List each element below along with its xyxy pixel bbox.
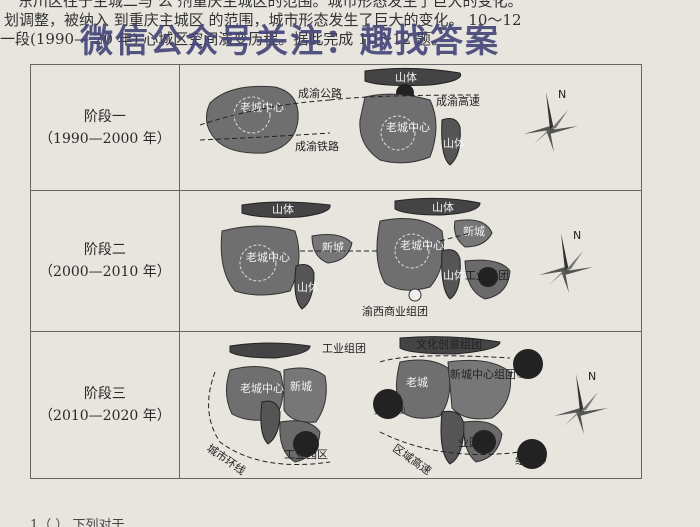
mountain-area [441, 249, 461, 300]
map-label: 老城中心 [240, 382, 284, 395]
road-line [199, 99, 330, 126]
map-label: 成渝铁路 [295, 139, 339, 153]
map-label: 老城中心 [246, 251, 290, 264]
watermark: 微信公众号关注：趣找答案 [80, 21, 500, 60]
map-label: 老城中心 [240, 101, 284, 114]
stage-row-2: 阶段二 （2000—2010 年） 山体 山体 老城中心 新城 山体 老城中心 [30, 190, 643, 332]
map-label: 老城中心 [386, 121, 430, 134]
old-city-center-ring [239, 244, 277, 282]
stage-name: 阶段三 [83, 386, 126, 402]
road-line [199, 132, 330, 141]
compass-n: N [573, 229, 581, 242]
mountain-area [440, 410, 465, 465]
map-label: 山体 [395, 70, 417, 84]
mountain-area [260, 400, 281, 445]
map-label: 新城 [290, 379, 312, 393]
road-line [439, 232, 470, 242]
map-label: 新城中心组团① [450, 367, 526, 381]
mountain-area [294, 264, 315, 310]
map-label: 成渝公路 [298, 86, 342, 100]
stage-2-diagram: 山体 山体 老城中心 新城 山体 老城中心 新城 山体 工业组团 [220, 197, 593, 318]
stage-name: 阶段二 [83, 242, 126, 258]
map-label: 新城 [463, 224, 485, 238]
mountain-area [394, 197, 481, 216]
old-city-area-right [376, 218, 444, 291]
compass-rose: N [538, 229, 593, 293]
group-dot [372, 389, 403, 419]
old-city-center-ring [380, 115, 416, 151]
stage-row-1: 阶段一 （1990—2000 年） 老城中心 成渝公路 成渝铁路 山体 成渝高速 [30, 64, 643, 191]
old-city-center-ring [394, 233, 430, 269]
commercial-dot [408, 288, 422, 302]
group-dot [512, 349, 543, 379]
map-label: 新城 [322, 240, 344, 254]
map-label: 组团③ [515, 453, 547, 467]
industrial-dot [477, 267, 498, 287]
stage-table: 阶段一 （1990—2000 年） 老城中心 成渝公路 成渝铁路 山体 成渝高速 [30, 64, 643, 479]
mountain-area [229, 342, 311, 359]
compass-rose: N [553, 370, 608, 434]
compass-n: N [588, 370, 596, 383]
map-label: 山体 [432, 200, 454, 214]
map-label: 山体 [443, 136, 465, 150]
map-label: 工业组团 [322, 341, 366, 355]
stage-row-3: 阶段三 （2010—2020 年） 工业组团 文化创意组团 老城中心 新城 工业… [30, 331, 643, 479]
intro-text: 东川区往于主城二与 么 剂重庆主城区的范围。城市形态发生了巨大的变化。 划调整，… [0, 0, 700, 49]
map-label: 工业组团 [465, 268, 509, 282]
new-city-area [283, 367, 327, 423]
stage-label-1: 阶段一 （1990—2000 年） [30, 64, 180, 191]
old-city-area-left [220, 225, 300, 296]
map-label: 文化创意组团 [416, 337, 482, 351]
intro-line-3: 一段(1990— 20 年) 心城区空间演变历程。据此完成 10～12 题。 [0, 30, 446, 48]
new-city-area [311, 234, 353, 264]
footer-text: 1（ ） 下列对于 …… [30, 518, 155, 527]
industrial-dot [292, 431, 319, 457]
map-label: 渝西商业组团 [362, 304, 428, 318]
old-city-area-left [205, 85, 299, 154]
map-label: 山体 [297, 280, 319, 294]
industrial-dot [471, 430, 496, 454]
stage-map-2: 山体 山体 老城中心 新城 山体 老城中心 新城 山体 工业组团 [178, 190, 643, 332]
stage-label-2: 阶段二 （2000—2010 年） [30, 190, 180, 332]
old-city-area-right [359, 93, 437, 164]
stage-map-3: 工业组团 文化创意组团 老城中心 新城 工业园区 城市环线 老城 新城中心组团① [178, 331, 643, 479]
stage-1-diagram: 老城中心 成渝公路 成渝铁路 山体 成渝高速 老城中心 山体 [199, 67, 578, 166]
stage-label-3: 阶段三 （2010—2020 年） [30, 331, 180, 479]
map-label: 工业园区 [284, 448, 328, 461]
mountain-area [441, 118, 461, 166]
road-line [379, 355, 510, 363]
group-dot [516, 439, 547, 469]
mountain-area [241, 201, 331, 218]
stage-name: 阶段一 [83, 108, 126, 125]
stage-period: （2000—2010 年） [39, 264, 171, 280]
ring-road [207, 371, 330, 465]
road-line [379, 431, 520, 455]
compass-rose: N [523, 88, 578, 152]
map-label: 山体 [443, 268, 465, 282]
stage-period: （1990—2000 年） [39, 130, 171, 147]
intro-line-2: 划调整，被纳入 到重庆主城区 的范围，城市形态发生了巨大的变化。 10～12 [4, 11, 522, 29]
mountain-area [399, 336, 501, 355]
intro-line-1: 东川区往于主城二与 么 剂重庆主城区的范围。城市形态发生了巨大的变化。 [18, 0, 523, 10]
map-label: 业园区 [458, 436, 491, 449]
stage-period: （2010—2020 年） [39, 408, 171, 424]
map-label: 山体 [272, 202, 294, 216]
map-label: 组团② [374, 403, 406, 417]
mountain-area [364, 67, 461, 86]
compass-n: N [558, 88, 566, 101]
map-label: 老城中心 [400, 239, 444, 252]
map-label: 老城 [406, 376, 428, 389]
new-city-area [447, 359, 511, 420]
road-line [329, 94, 480, 101]
map-label: 区域高速 [390, 441, 434, 478]
map-label: 成渝高速 [436, 94, 480, 108]
stage-map-1: 老城中心 成渝公路 成渝铁路 山体 成渝高速 老城中心 山体 [178, 64, 643, 191]
stage-3-diagram: 工业组团 文化创意组团 老城中心 新城 工业园区 城市环线 老城 新城中心组团① [204, 336, 608, 478]
new-city-area [453, 219, 493, 248]
